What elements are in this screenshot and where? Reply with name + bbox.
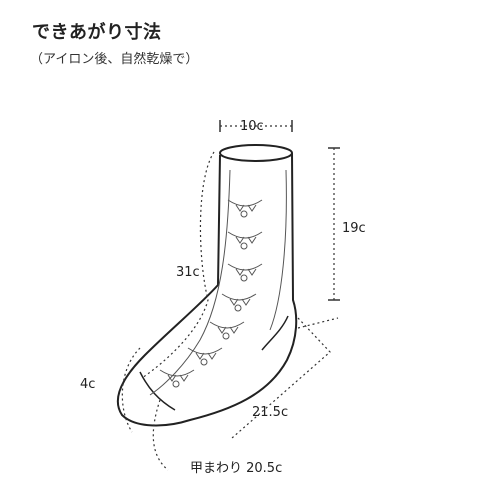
dimension-ticks <box>219 120 340 301</box>
lace-motif-5 <box>209 321 245 340</box>
label-height: 19c <box>342 221 366 236</box>
lace-motif-3 <box>227 263 263 282</box>
label-top-width: 10c <box>240 119 264 134</box>
dimension-lines <box>121 125 339 471</box>
heel-line <box>139 371 176 411</box>
page-subtitle: （アイロン後、自然乾燥で） <box>30 52 199 67</box>
sock-outline <box>116 144 298 427</box>
lace-pattern <box>149 169 287 396</box>
dim-foot-length <box>231 317 331 439</box>
label-foot-length: 21.5c <box>252 405 288 420</box>
lace-motif-7 <box>159 369 195 388</box>
toe-line <box>261 315 289 351</box>
dim-instep <box>152 399 169 471</box>
sock-body <box>116 152 298 427</box>
page-title: できあがり寸法 <box>32 22 162 43</box>
sock-cuff <box>219 144 293 162</box>
lace-vine-left <box>149 169 231 396</box>
label-leg-length: 31c <box>176 265 200 280</box>
dim-leg-length <box>141 151 215 379</box>
dim-heel <box>121 347 141 433</box>
lace-motif-2 <box>227 231 263 250</box>
lace-motif-6 <box>187 347 223 366</box>
lace-motif-1 <box>227 199 263 218</box>
label-heel: 4c <box>80 377 95 392</box>
lace-vine-right <box>269 169 287 331</box>
label-instep: 甲まわり 20.5c <box>190 461 282 476</box>
dim-toe-side <box>297 317 339 329</box>
lace-motif-4 <box>221 293 257 312</box>
